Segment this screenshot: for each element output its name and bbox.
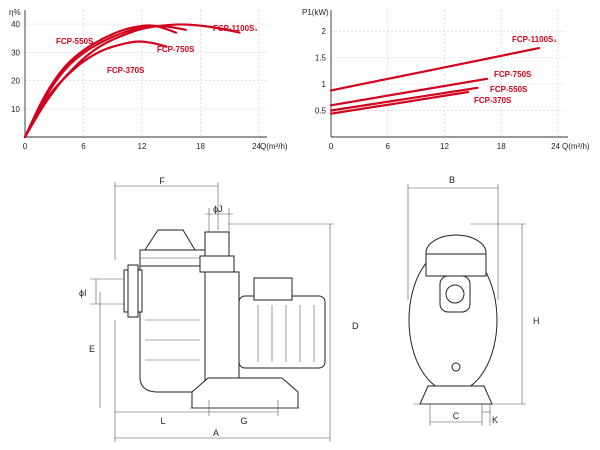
dimension-label-k: K (492, 415, 498, 425)
inlet-bore (445, 284, 465, 304)
power-x-label: Q(m³/h) (562, 142, 590, 151)
efficiency-series-label: FCP-550S (56, 37, 94, 46)
efficiency-y-label: η% (9, 8, 21, 17)
power-series-label: FCP-1100S₁ (512, 35, 557, 44)
power-x-tick: 24 (551, 142, 560, 151)
pump-base (191, 377, 299, 409)
dimension-label-c: C (453, 411, 460, 421)
power-x-tick: 6 (386, 142, 391, 151)
power-x-tick: 18 (497, 142, 506, 151)
power-y-tick: 2 (322, 27, 327, 36)
efficiency-series-label: FCP-750S (157, 45, 195, 54)
efficiency-x-label: Q(m³/h) (260, 142, 288, 151)
power-chart: P1(kW) Q(m³/h) 0 6 12 18 24 0.5 1 1.5 2 … (302, 8, 590, 151)
drain-plug (451, 362, 461, 372)
dimension-label-b: B (449, 175, 455, 185)
dimension-label-g: G (240, 416, 247, 426)
power-series-label: FCP-370S (474, 96, 512, 105)
power-y-tick: 1 (322, 80, 327, 89)
dimension-label-l: L (160, 416, 165, 426)
efficiency-y-tick: 20 (11, 77, 20, 86)
pump-housing (139, 257, 206, 393)
terminal-box (253, 277, 293, 301)
efficiency-x-tick: 6 (81, 142, 86, 151)
power-curve-fcp370s (329, 90, 470, 115)
dimension-label-h: H (533, 316, 540, 326)
efficiency-x-tick: 12 (138, 142, 147, 151)
dimension-label-e: E (89, 344, 95, 354)
outlet-union (199, 255, 235, 273)
efficiency-series-label: FCP-1100S₁ (213, 24, 258, 33)
pump-body (204, 271, 240, 383)
power-curve-fcp750s (329, 77, 489, 107)
dimension-label-f: F (159, 176, 165, 186)
power-x-tick: 0 (329, 142, 334, 151)
efficiency-x-tick: 24 (252, 142, 261, 151)
inlet-union (127, 264, 139, 318)
pump-front-view: B H C K (407, 175, 540, 426)
outlet-connector (204, 231, 230, 257)
efficiency-x-tick: 0 (23, 142, 28, 151)
efficiency-y-tick: 10 (11, 105, 20, 114)
efficiency-chart: η% Q(m³/h) 0 6 12 18 24 10 20 30 40 FCP-… (9, 8, 288, 151)
efficiency-grid (24, 10, 267, 137)
efficiency-curve-fcp370s (23, 40, 168, 139)
pump-side-view: F ϕJ D ϕI E (79, 176, 359, 442)
front-lid-ring (425, 253, 487, 277)
efficiency-series-label: FCP-370S (107, 66, 145, 75)
power-x-tick: 12 (440, 142, 449, 151)
strainer-lid (144, 229, 196, 251)
front-base (419, 385, 493, 405)
dimension-label-j: ϕJ (213, 204, 223, 214)
dimension-label-d: D (352, 321, 359, 331)
efficiency-y-tick: 30 (11, 48, 20, 57)
power-y-tick: 0.5 (315, 107, 327, 116)
power-curve-fcp550s (329, 86, 479, 112)
efficiency-y-tick: 40 (11, 20, 20, 29)
dimension-label-a: A (213, 428, 219, 438)
dimension-label-i: ϕI (79, 288, 87, 298)
power-y-label: P1(kW) (302, 8, 329, 17)
efficiency-x-tick: 18 (196, 142, 205, 151)
power-series-label: FCP-550S (490, 85, 528, 94)
motor-body (238, 295, 326, 369)
power-y-tick: 1.5 (315, 54, 327, 63)
power-curve-fcp1100s (329, 47, 541, 92)
power-series-label: FCP-750S (494, 70, 532, 79)
